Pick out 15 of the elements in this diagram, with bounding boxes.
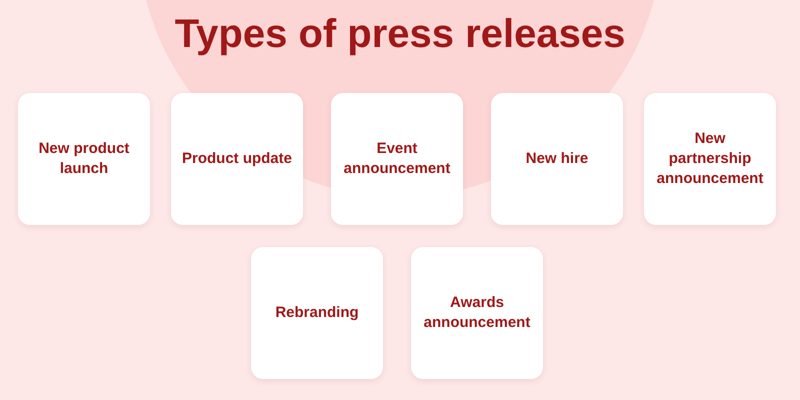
title: Types of press releases (174, 12, 626, 57)
card (491, 93, 623, 225)
card-label: Event announcement (342, 139, 452, 179)
card (251, 247, 383, 379)
card-label: New partnership announcement (656, 129, 764, 189)
card (411, 247, 543, 379)
card (331, 93, 463, 225)
card-label: Product update (180, 149, 293, 169)
card-label: New product launch (38, 139, 130, 179)
card-label: New hire (524, 149, 590, 169)
card-label: Awards announcement (422, 293, 532, 333)
card-label: Rebranding (274, 303, 360, 323)
card (18, 93, 150, 225)
card (171, 93, 303, 225)
card (644, 93, 776, 225)
